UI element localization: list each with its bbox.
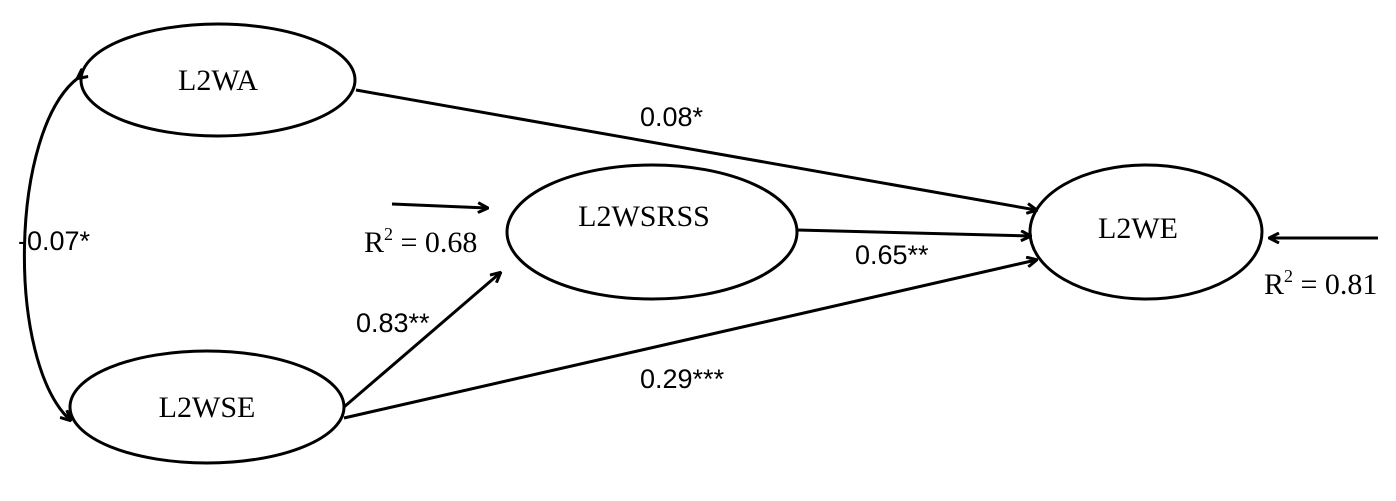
coef-wa-wse: -0.07* [18,226,91,256]
r-squared-wsrss: R2 = 0.68 [364,224,477,259]
node-l2wsrss-label: L2WSRSS [578,200,710,233]
coef-wse-wsrss: 0.83** [356,308,430,338]
covariance-arrow [22,78,78,420]
coef-wse-we: 0.29*** [640,364,725,394]
node-l2wse-label: L2WSE [159,391,256,424]
r-squared-we: R2 = 0.81 [1264,266,1377,301]
path-arrow-wsrss-we [796,228,1030,236]
coef-wa-we: 0.08* [640,102,704,132]
path-arrow-wse-wsrss [343,273,500,409]
node-l2wsrss-ellipse [505,163,799,301]
coef-wsrss-we: 0.65** [855,240,929,270]
path-arrow-wa-we [355,88,1036,210]
node-l2we-label: L2WE [1098,212,1178,245]
error-arrow-wsrss [391,204,487,208]
node-l2wa-label: L2WA [178,64,258,97]
path-arrow-wse-we [343,260,1036,420]
